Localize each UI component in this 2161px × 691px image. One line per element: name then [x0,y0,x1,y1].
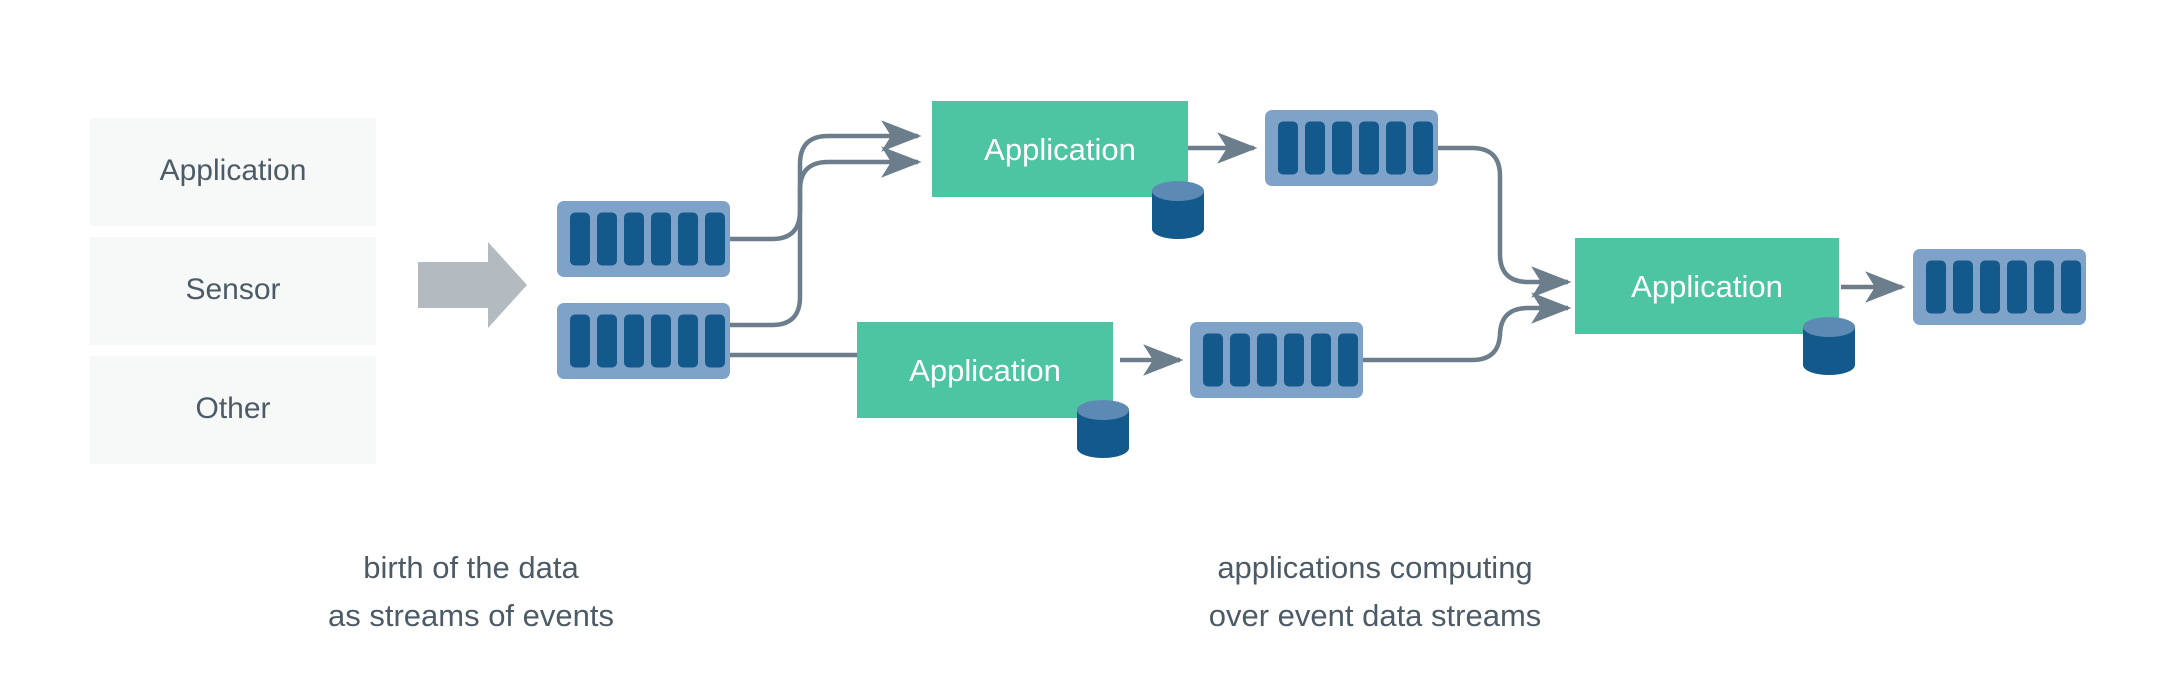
source-list: Application Sensor Other [90,118,376,464]
application-2[interactable]: Application [857,322,1129,458]
stream-after-app-2[interactable] [1190,322,1363,398]
source-item-label: Other [195,392,270,425]
database-icon [1077,400,1129,458]
caption-left-line2: as streams of events [328,598,614,633]
source-item-other[interactable]: Other [90,356,376,464]
database-icon [1803,317,1855,375]
caption-right: applications computing over event data s… [1209,550,1542,633]
connector-stream4-to-app3 [1360,292,1572,363]
application-label: Application [1631,269,1783,304]
source-item-label: Sensor [185,273,280,306]
application-label: Application [984,132,1136,167]
ingest-arrow [418,242,527,328]
caption-right-line1: applications computing [1217,550,1532,585]
connector-stream3-to-app3 [1435,145,1572,298]
caption-right-line2: over event data streams [1209,598,1542,633]
stream-after-app-1[interactable] [1265,110,1438,186]
source-item-application[interactable]: Application [90,118,376,226]
source-item-label: Application [160,154,307,187]
caption-left: birth of the data as streams of events [328,550,614,633]
stream-final-output[interactable] [1913,249,2086,325]
source-item-sensor[interactable]: Sensor [90,237,376,345]
connector-stream2-to-app1 [730,146,922,328]
application-1[interactable]: Application [932,101,1204,239]
database-icon [1152,181,1204,239]
stream-source-top[interactable] [557,201,730,277]
application-3[interactable]: Application [1575,238,1855,375]
caption-left-line1: birth of the data [363,550,579,585]
connector-stream1-to-app1 [730,120,922,242]
application-label: Application [909,353,1061,388]
stream-source-bottom[interactable] [557,303,730,379]
